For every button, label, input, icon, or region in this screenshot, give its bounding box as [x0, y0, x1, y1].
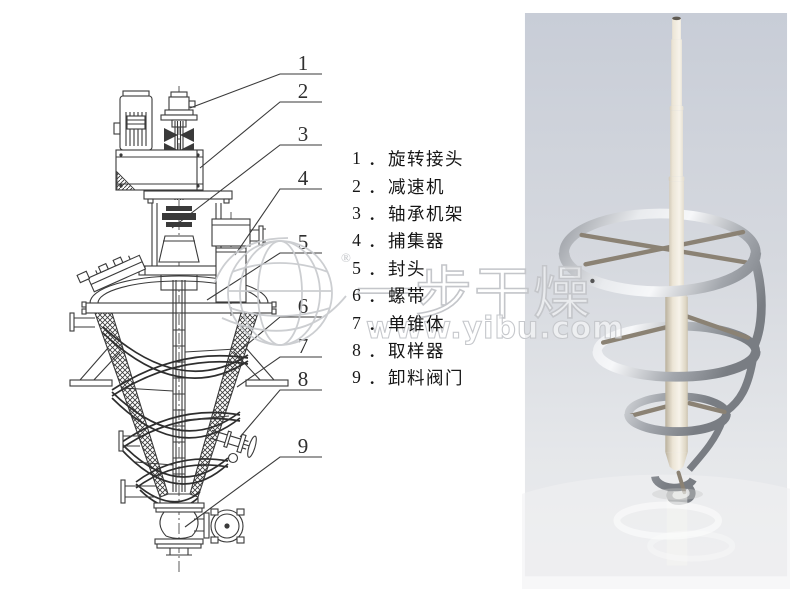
helix-ribbon-front: [558, 252, 762, 505]
legend-item-7: 7 ．单锥体: [349, 309, 464, 336]
bottom-rod: [676, 470, 687, 495]
side-nozzle-top: [69, 312, 95, 332]
legend-num: 1: [352, 148, 361, 169]
legend-item-5: 5 ．封头: [349, 255, 464, 282]
legend-separator: ．: [368, 258, 386, 279]
callout-5: 5: [298, 230, 309, 254]
legend-label: 卸料阀门: [388, 368, 464, 389]
legend-label: 捕集器: [388, 231, 445, 252]
legend-separator: ．: [368, 286, 386, 307]
floor-reflection: [613, 488, 736, 566]
support-legs: [69, 347, 289, 387]
legend-num: 2: [352, 175, 361, 196]
ribbon-tie-rods: [122, 348, 237, 466]
parts-legend: 1．旋转接头 2．减速机 3．轴承机架 4．捕集器 5．封头 6．螺带 7．单锥…: [349, 145, 464, 392]
legend-num: 8: [352, 339, 361, 360]
ribbon-end-bolt: [590, 278, 595, 284]
legend-separator: ．: [368, 313, 386, 334]
legend-num: 9: [352, 367, 361, 388]
legend-item-4: 4 ．捕集器: [349, 227, 464, 254]
legend-separator: ．: [368, 368, 386, 389]
legend-item-9: 9 ．卸料阀门: [349, 364, 464, 391]
dust-collector: [211, 212, 266, 316]
agitator-shaft: [172, 280, 186, 492]
side-nozzle-low: [120, 479, 157, 504]
legend-label: 螺带: [388, 286, 426, 307]
bearing-frame: [138, 190, 240, 291]
legend-separator: ．: [368, 149, 386, 170]
floor-glow: [522, 474, 790, 589]
sampler: [209, 429, 257, 464]
legend-num: 4: [352, 230, 361, 251]
legend-num: 5: [352, 257, 361, 278]
legend-label: 减速机: [388, 176, 445, 197]
ribbon-screw: [102, 326, 249, 509]
legend-item-1: 1 ．旋转接头: [349, 145, 464, 172]
legend-label: 封头: [388, 258, 426, 279]
legend-label: 旋转接头: [388, 149, 464, 170]
legend-num: 3: [352, 202, 361, 223]
callout-6: 6: [298, 294, 309, 318]
legend-item-2: 2 ．减速机: [349, 172, 464, 199]
legend-label: 单锥体: [388, 313, 445, 334]
side-nozzle-mid: [118, 430, 140, 452]
legend-separator: ．: [368, 176, 386, 197]
ribbon-agitator-3d-render: [522, 13, 790, 589]
legend-label: 取样器: [388, 340, 445, 361]
rotary-joint: [160, 91, 198, 128]
legend-label: 轴承机架: [388, 203, 464, 224]
callout-7: 7: [298, 334, 309, 358]
callout-8: 8: [298, 367, 309, 391]
legend-item-8: 8 ．取样器: [349, 337, 464, 364]
callout-2: 2: [298, 79, 309, 103]
motor: [113, 90, 153, 151]
legend-separator: ．: [368, 203, 386, 224]
legend-num: 7: [352, 312, 361, 333]
legend-item-6: 6 ．螺带: [349, 282, 464, 309]
callout-1: 1: [298, 51, 309, 75]
callout-3: 3: [298, 122, 309, 146]
legend-num: 6: [352, 285, 361, 306]
ribbon-support-rods: [579, 229, 751, 419]
gearbox: [115, 149, 204, 191]
legend-separator: ．: [368, 340, 386, 361]
callout-9: 9: [298, 434, 309, 458]
legend-item-3: 3 ．轴承机架: [349, 200, 464, 227]
discharge-valve: [153, 497, 245, 556]
legend-separator: ．: [368, 231, 386, 252]
manhole: [76, 254, 147, 293]
callout-4: 4: [298, 166, 309, 190]
